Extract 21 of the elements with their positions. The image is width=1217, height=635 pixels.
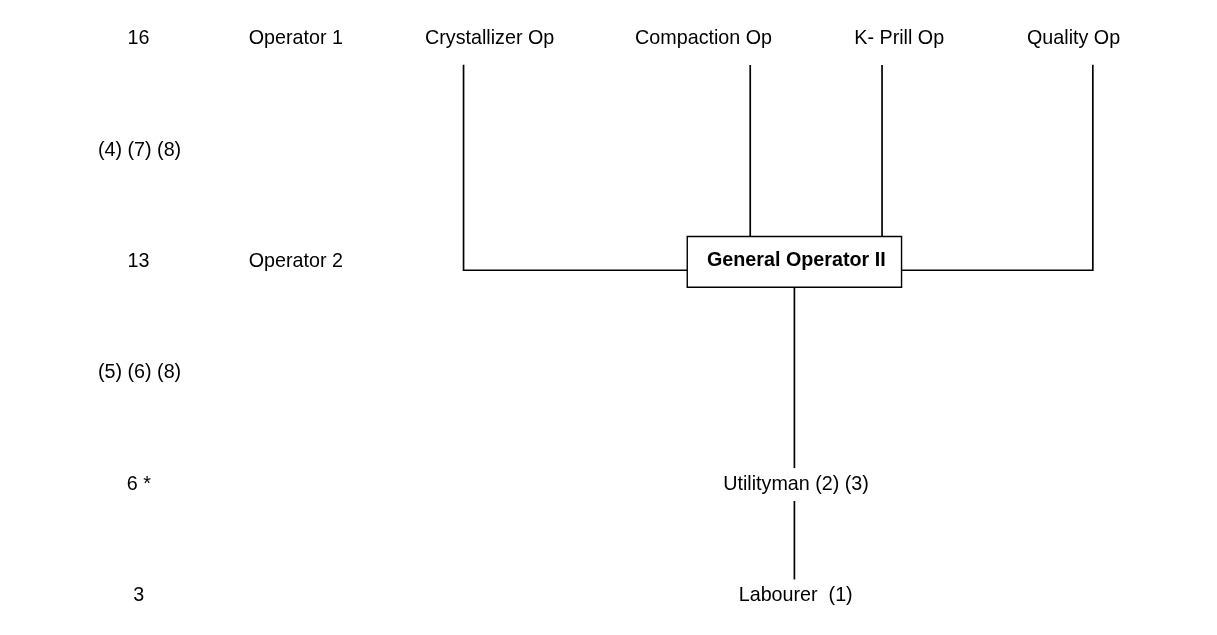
node-text: Labourer (1) bbox=[738, 583, 853, 606]
connector bbox=[462, 63, 688, 272]
label: 3 bbox=[132, 583, 144, 606]
node-text: K- Prill Op bbox=[853, 26, 944, 49]
node-box: General Operator II bbox=[686, 235, 902, 288]
node-text: Crystallizer Op bbox=[424, 26, 554, 49]
connector bbox=[880, 64, 883, 238]
label: Operator 2 bbox=[248, 249, 343, 272]
label: (4) (7) (8) bbox=[97, 137, 181, 160]
label: 16 bbox=[127, 26, 149, 49]
connector bbox=[793, 500, 795, 581]
node-text: Utilityman (2) (3) bbox=[722, 471, 869, 494]
label: 13 bbox=[127, 249, 149, 272]
label: (5) (6) (8) bbox=[97, 360, 181, 383]
connector bbox=[748, 64, 751, 238]
node-text: Quality Op bbox=[1026, 26, 1120, 49]
connector bbox=[793, 286, 795, 469]
node-text: Compaction Op bbox=[634, 26, 772, 49]
connector bbox=[900, 63, 1094, 272]
label: 6 * bbox=[126, 471, 151, 494]
label: Operator 1 bbox=[248, 26, 343, 49]
